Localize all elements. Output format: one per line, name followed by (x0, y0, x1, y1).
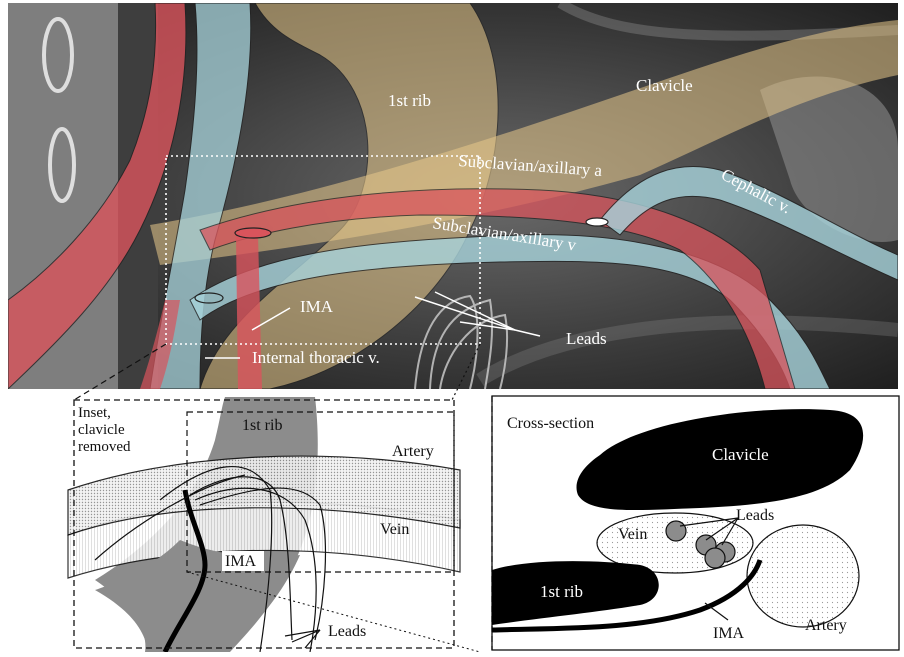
ima-ostium (235, 228, 271, 238)
xray-label-ima: IMA (300, 297, 334, 316)
inset-title-line-1: Inset, (78, 405, 111, 421)
cephalic-ostium (586, 218, 608, 226)
inset-label-artery: Artery (392, 443, 434, 460)
inset-label-ima: IMA (225, 553, 257, 570)
inset-label-vein: Vein (380, 521, 409, 538)
cross-section-title: Cross-section (507, 415, 594, 432)
xray-label-clavicle: Clavicle (636, 76, 693, 95)
inset-panel: Inset, clavicle removed 1st rib Artery V… (68, 397, 480, 652)
inset-label-leads: Leads (328, 623, 366, 640)
xray-panel: 1st rib Clavicle Subclavian/axillary a C… (8, 3, 898, 389)
xray-label-first-rib: 1st rib (388, 91, 431, 110)
inset-title-line-3: removed (78, 439, 131, 455)
xray-label-internal-thoracic-vein: Internal thoracic v. (252, 348, 380, 367)
cross-section-lead-4 (705, 548, 725, 568)
cross-section-label-ima: IMA (713, 625, 745, 642)
xray-label-leads: Leads (566, 329, 607, 348)
cross-section-label-artery: Artery (805, 617, 847, 634)
cross-section-label-leads: Leads (736, 507, 774, 524)
cross-section-label-vein: Vein (618, 526, 647, 543)
cross-section-lead-1 (666, 521, 686, 541)
inset-title-line-2: clavicle (78, 422, 125, 438)
cross-section-label-clavicle: Clavicle (712, 445, 769, 464)
inset-label-first-rib: 1st rib (242, 417, 282, 434)
cross-section-panel: Cross-section Clavicle Vein Leads 1st ri… (492, 396, 899, 650)
cross-section-label-first-rib: 1st rib (540, 582, 583, 601)
cross-section-artery (747, 525, 859, 627)
